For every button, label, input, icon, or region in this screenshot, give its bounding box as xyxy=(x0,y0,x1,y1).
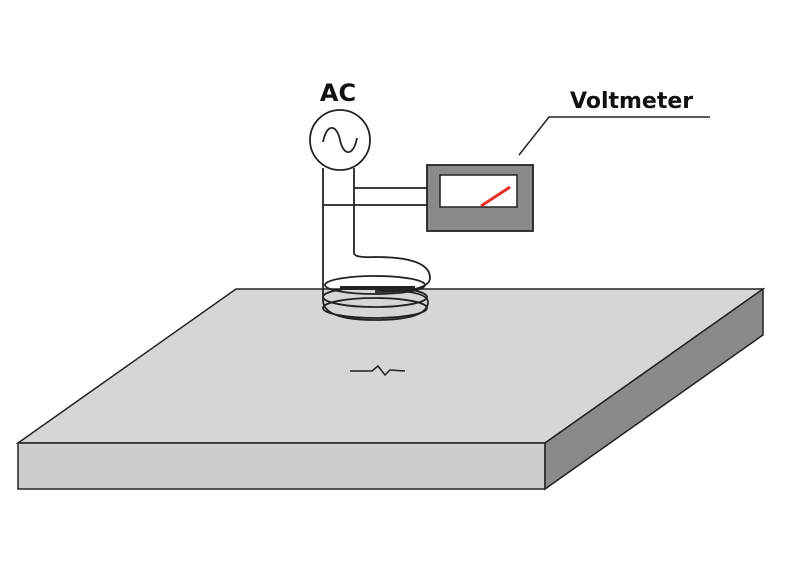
crack-mark xyxy=(350,364,406,377)
coil-wire-right xyxy=(353,168,431,293)
voltmeter: Voltmeter xyxy=(426,89,710,232)
plate-front-face xyxy=(17,442,546,490)
coil-turn xyxy=(324,275,426,295)
voltmeter-leader-line xyxy=(518,116,710,156)
voltmeter-needle xyxy=(480,185,511,208)
voltmeter-label: Voltmeter xyxy=(570,89,693,114)
coil-turn xyxy=(322,297,428,319)
sine-wave-icon xyxy=(322,127,358,153)
probe-coil xyxy=(322,168,431,321)
plate-top-face xyxy=(15,288,766,444)
wiring xyxy=(323,187,427,206)
ac-source: AC xyxy=(309,79,371,171)
test-plate xyxy=(15,287,766,491)
plate-side-face xyxy=(544,287,764,491)
ac-label: AC xyxy=(320,79,356,107)
